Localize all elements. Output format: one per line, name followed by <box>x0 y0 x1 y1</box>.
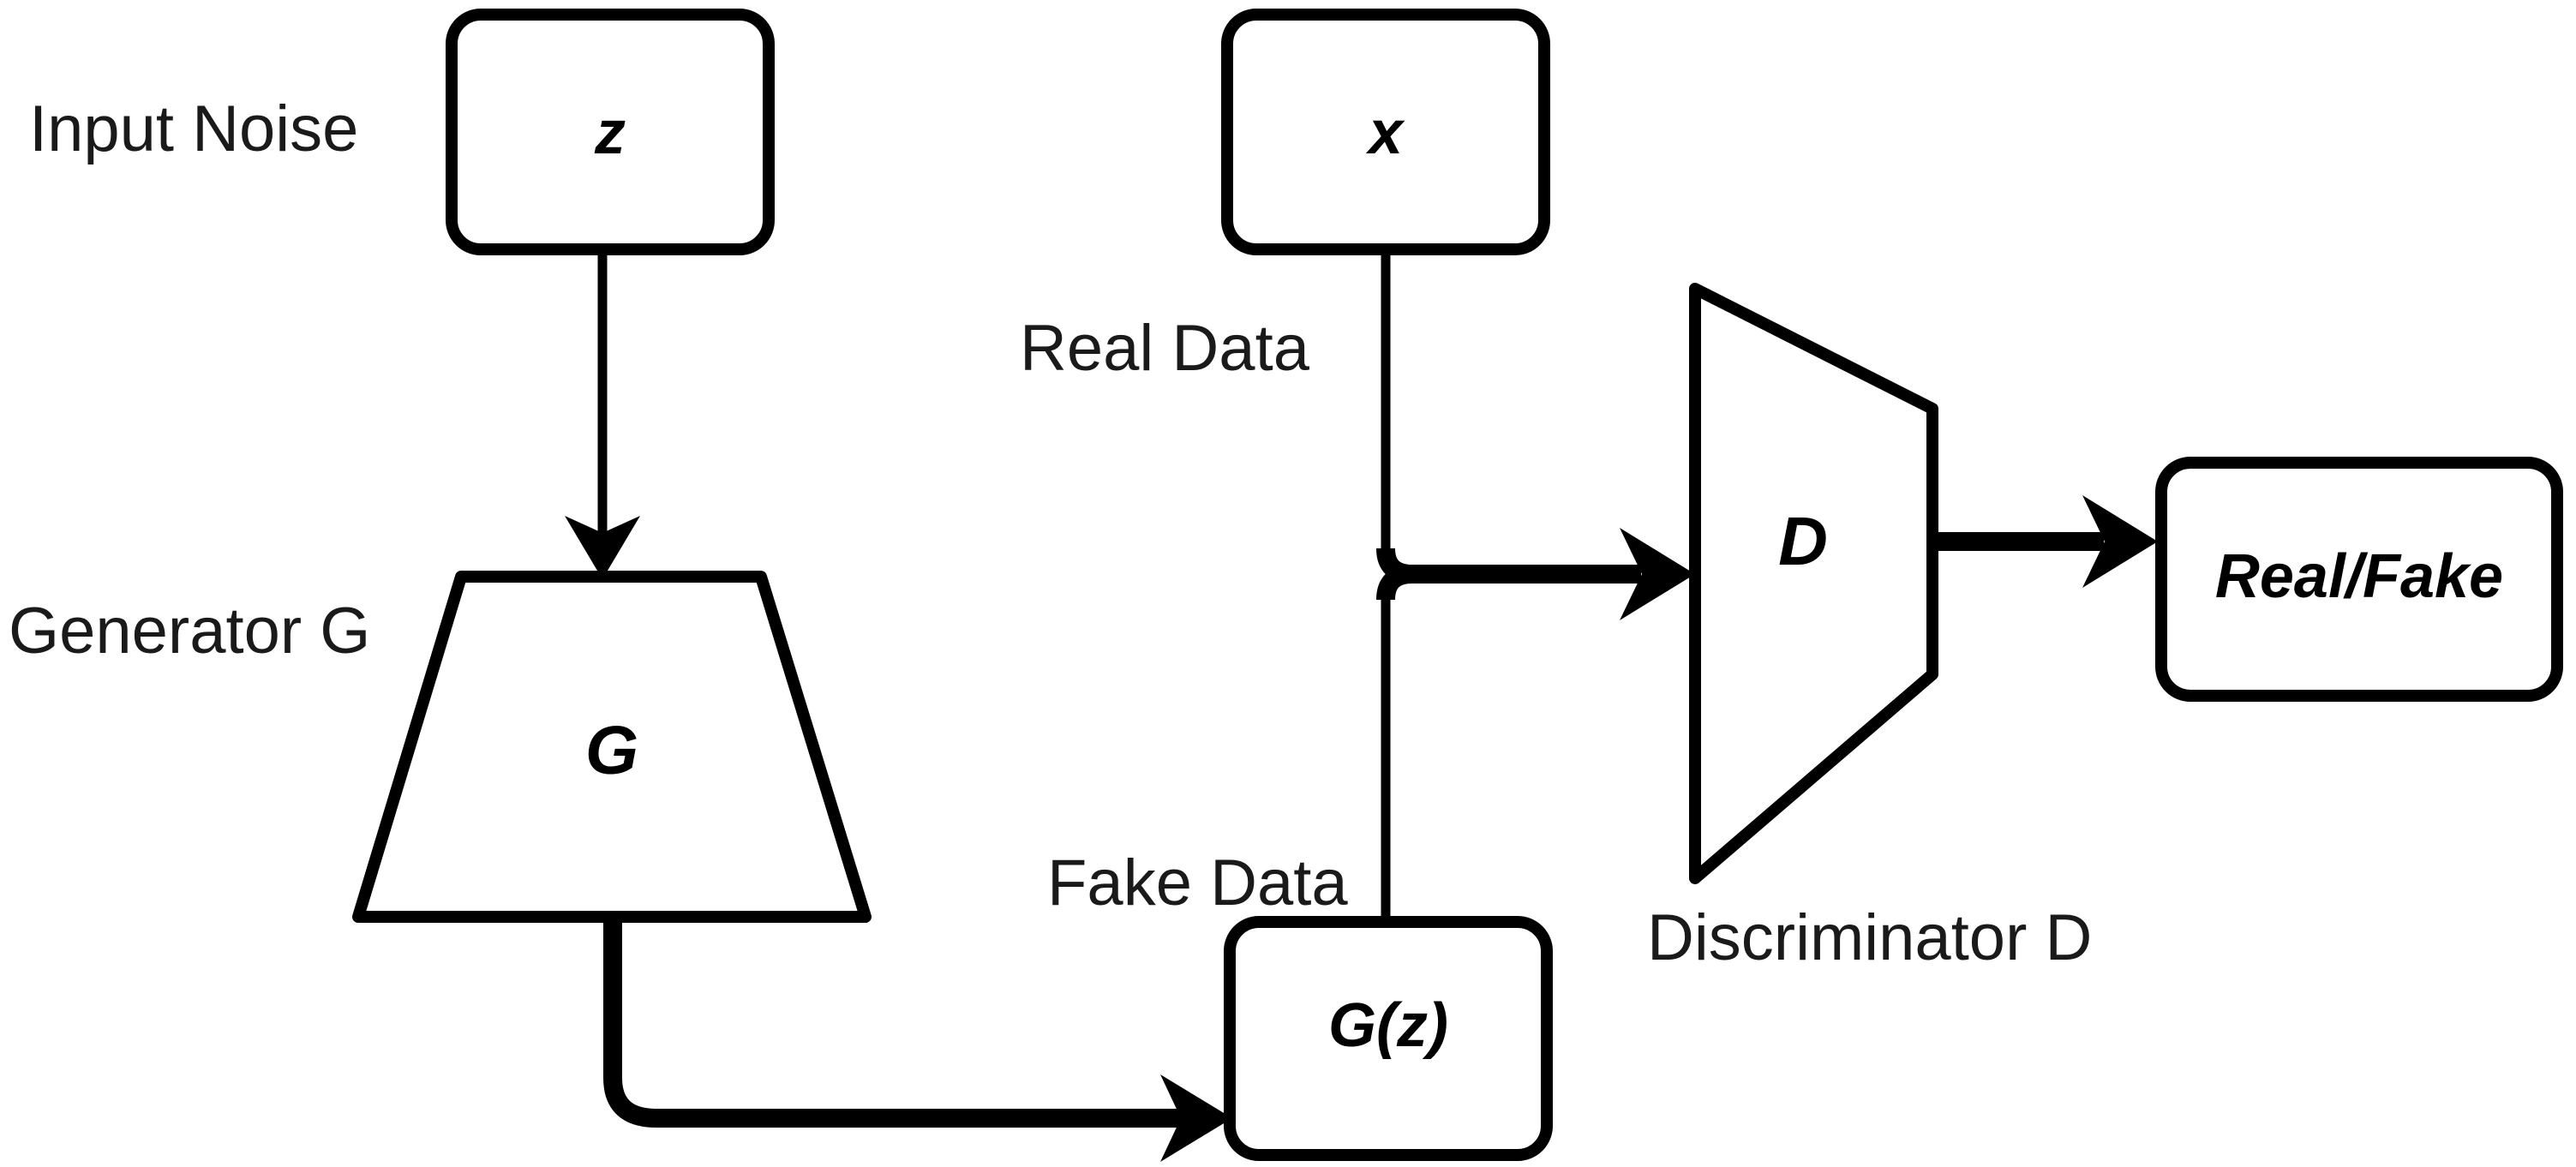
edge-to-discriminator-arrowhead <box>1620 528 1695 620</box>
node-real-data-x-box[interactable] <box>1221 9 1550 255</box>
node-output-real-fake-box[interactable] <box>2155 457 2563 702</box>
edge-noise-to-generator <box>565 254 640 579</box>
node-discriminator[interactable]: D <box>1689 283 1938 884</box>
edge-generator-to-fake-line <box>603 917 1191 1128</box>
node-fake-data-gz[interactable]: G(z) <box>1224 916 1553 1161</box>
node-real-data-x[interactable]: x <box>1221 9 1550 255</box>
node-real-data-x-label: x <box>1365 99 1405 167</box>
edge-discriminator-to-output-arrowhead <box>2082 495 2158 588</box>
label-real-data: Real Data <box>1020 312 1310 385</box>
node-output-real-fake[interactable]: Real/Fake <box>2155 457 2563 702</box>
node-discriminator-label: D <box>1778 503 1828 579</box>
label-input-noise: Input Noise <box>29 93 358 165</box>
label-generator-g: Generator G <box>9 595 370 667</box>
node-fake-data-gz-box[interactable] <box>1224 916 1553 1161</box>
node-discriminator-trapezoid[interactable] <box>1689 283 1938 884</box>
label-fake-data: Fake Data <box>1047 847 1348 919</box>
node-generator-label: G <box>585 712 638 788</box>
node-input-noise-z-label: z <box>594 99 626 167</box>
node-fake-data-gz-label: G(z) <box>1328 991 1448 1060</box>
node-generator-trapezoid[interactable] <box>352 571 872 923</box>
node-generator[interactable]: G <box>352 571 872 923</box>
node-output-real-fake-label: Real/Fake <box>2215 542 2503 611</box>
edge-junction-to-discriminator-line <box>1376 548 1641 584</box>
edge-junction-lower-blend <box>1376 565 1413 601</box>
edge-noise-to-generator-arrowhead <box>565 516 640 579</box>
edge-real-to-discriminator <box>1376 254 1695 922</box>
node-input-noise-z-box[interactable] <box>446 9 775 255</box>
node-input-noise-z[interactable]: z <box>446 9 775 255</box>
label-discriminator-d: Discriminator D <box>1647 901 2092 974</box>
edge-generator-to-fake <box>603 917 1232 1162</box>
edge-generator-to-fake-arrowhead <box>1160 1074 1232 1162</box>
edge-discriminator-to-output <box>1932 495 2158 588</box>
